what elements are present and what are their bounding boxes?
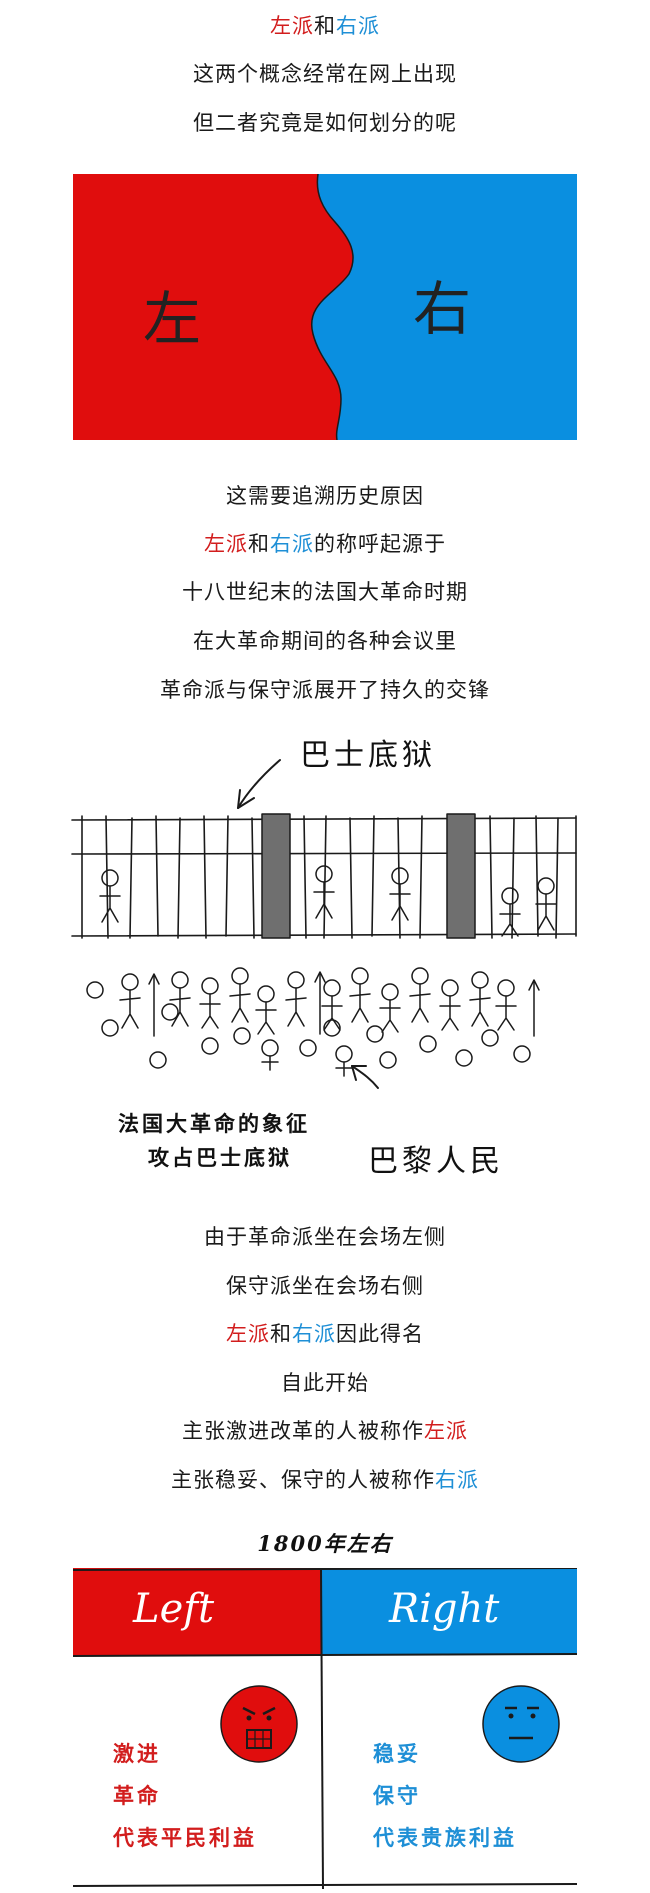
naming-left-word: 左派 (226, 1322, 270, 1346)
left-item-2: 革命 (113, 1784, 161, 1808)
intro-right-word: 右派 (336, 14, 380, 38)
intro-title: 左派和右派 (0, 12, 650, 40)
prisoners (99, 865, 557, 937)
naming-line-4: 自此开始 (281, 1371, 369, 1395)
people-label: 巴黎人民 (368, 1144, 504, 1179)
left-header: Left (133, 1586, 215, 1632)
angry-face-icon (220, 1685, 298, 1763)
naming-line-5: 主张激进改革的人被称作左派 (0, 1417, 650, 1445)
calm-face-icon (482, 1685, 560, 1763)
left-item-1: 激进 (113, 1742, 161, 1766)
history-line-2: 左派和右派的称呼起源于 (0, 530, 650, 558)
split-border (310, 173, 354, 441)
naming-line-3-rest: 因此得名 (336, 1322, 424, 1346)
naming-line-6: 主张稳妥、保守的人被称作右派 (0, 1466, 650, 1494)
prison-tower-left (261, 813, 291, 939)
right-item-2: 保守 (373, 1784, 421, 1808)
naming-line-6-prefix: 主张稳妥、保守的人被称作 (171, 1468, 435, 1492)
intro-left-word: 左派 (270, 14, 314, 38)
prison-wall (71, 815, 577, 939)
history-right-word: 右派 (270, 532, 314, 556)
right-char: 右 (413, 275, 472, 343)
right-item-1: 稳妥 (373, 1742, 421, 1766)
caption-line-1: 法国大革命的象征 (118, 1111, 310, 1136)
prison-arrow (237, 759, 281, 809)
history-left-word: 左派 (204, 532, 248, 556)
left-item-3: 代表平民利益 (113, 1826, 257, 1850)
table-divider (320, 1567, 324, 1890)
right-header-bg (321, 1568, 577, 1655)
people-arrow (351, 1065, 379, 1089)
comparison-table: Left Right 激进 革命 代表平民利益 稳妥 保守 代表贵族利益 (72, 1567, 578, 1890)
naming-connector: 和 (270, 1322, 292, 1346)
naming-right-word: 右派 (292, 1322, 336, 1346)
history-line-5: 革命派与保守派展开了持久的交锋 (160, 678, 490, 702)
intro-connector: 和 (314, 14, 336, 38)
left-right-split-image: 左 右 (73, 173, 577, 441)
naming-line-6-word: 右派 (435, 1468, 479, 1492)
bastille-drawing: 巴士底狱 巴黎人民 法国大革命的象征 攻占巴士底狱 (70, 728, 580, 1203)
history-line-3: 十八世纪末的法国大革命时期 (182, 580, 468, 604)
left-half (73, 174, 354, 440)
right-item-3: 代表贵族利益 (373, 1826, 517, 1850)
intro-line-3: 但二者究竟是如何划分的呢 (193, 111, 457, 135)
history-connector: 和 (248, 532, 270, 556)
left-char: 左 (143, 285, 202, 353)
prison-tower-right (446, 813, 476, 939)
naming-line-1: 由于革命派坐在会场左侧 (204, 1225, 446, 1249)
right-header: Right (389, 1586, 500, 1632)
era-label: 1800年左右 (257, 1531, 393, 1556)
naming-line-5-word: 左派 (424, 1419, 468, 1443)
naming-line-2: 保守派坐在会场右侧 (226, 1274, 424, 1298)
left-header-bg (73, 1568, 321, 1655)
history-line-4: 在大革命期间的各种会议里 (193, 629, 457, 653)
intro-line-2: 这两个概念经常在网上出现 (193, 62, 457, 86)
caption-line-2: 攻占巴士底狱 (148, 1145, 292, 1170)
naming-line-3: 左派和右派因此得名 (0, 1320, 650, 1348)
history-line-1: 这需要追溯历史原因 (226, 484, 424, 508)
prison-label: 巴士底狱 (300, 738, 436, 773)
crowd (86, 967, 540, 1077)
history-line-2-rest: 的称呼起源于 (314, 532, 446, 556)
naming-line-5-prefix: 主张激进改革的人被称作 (182, 1419, 424, 1443)
